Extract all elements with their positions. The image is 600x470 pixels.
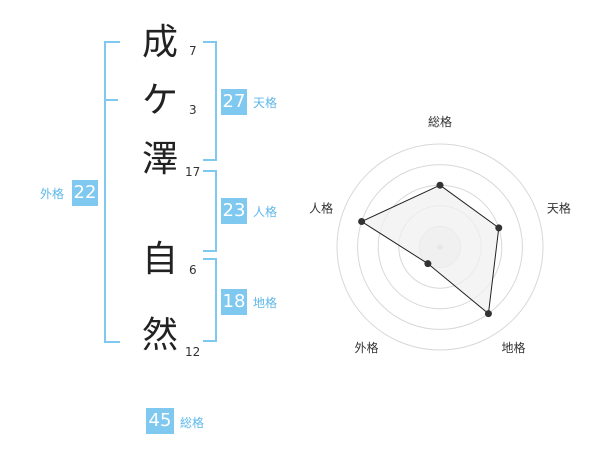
radar-axis-label-1: 総格 xyxy=(428,114,452,129)
radar-ring-5 xyxy=(336,143,544,351)
chikaku-value: 18 xyxy=(221,289,247,315)
tenkaku-bracket xyxy=(203,41,217,161)
stroke-count-2: 3 xyxy=(189,103,197,117)
radar-ring-4 xyxy=(357,164,523,330)
stroke-count-3: 17 xyxy=(185,165,201,179)
jinkaku-label: 人格 xyxy=(253,205,278,219)
stroke-count-5: 12 xyxy=(185,345,201,359)
gaikaku-label: 外格 xyxy=(40,187,65,201)
tenkaku-label: 天格 xyxy=(253,96,278,110)
stroke-count-1: 7 xyxy=(189,44,197,58)
radar-axis-label-4: 外格 xyxy=(355,340,379,355)
gaikaku-value: 22 xyxy=(72,180,98,206)
name-char-4: 自 xyxy=(141,239,178,280)
name-char-3: 澤 xyxy=(141,139,178,180)
radar-series-polygon xyxy=(360,184,500,315)
radar-point-1 xyxy=(436,181,444,189)
radar-axis-label-5: 人格 xyxy=(309,200,333,215)
chikaku-bracket xyxy=(203,258,217,342)
gaikaku-bracket xyxy=(104,41,120,343)
radar-axis-label-3: 地格 xyxy=(501,340,525,355)
radar-point-3 xyxy=(484,310,492,318)
jinkaku-value: 23 xyxy=(221,198,247,224)
stroke-count-4: 6 xyxy=(189,263,197,277)
gaikaku-bracket-tick xyxy=(104,99,118,101)
radar-point-4 xyxy=(424,260,432,268)
name-char-1: 成 xyxy=(141,22,178,63)
soukaku-label: 総格 xyxy=(180,416,205,430)
radar-point-5 xyxy=(358,218,366,226)
tenkaku-value: 27 xyxy=(221,89,247,115)
soukaku-value: 45 xyxy=(146,408,174,434)
radar-axis-label-2: 天格 xyxy=(547,200,571,215)
name-char-2: ケ xyxy=(141,80,178,121)
radar-point-2 xyxy=(495,224,503,232)
name-char-5: 然 xyxy=(141,315,178,356)
chikaku-label: 地格 xyxy=(253,296,278,310)
jinkaku-bracket xyxy=(203,170,217,252)
